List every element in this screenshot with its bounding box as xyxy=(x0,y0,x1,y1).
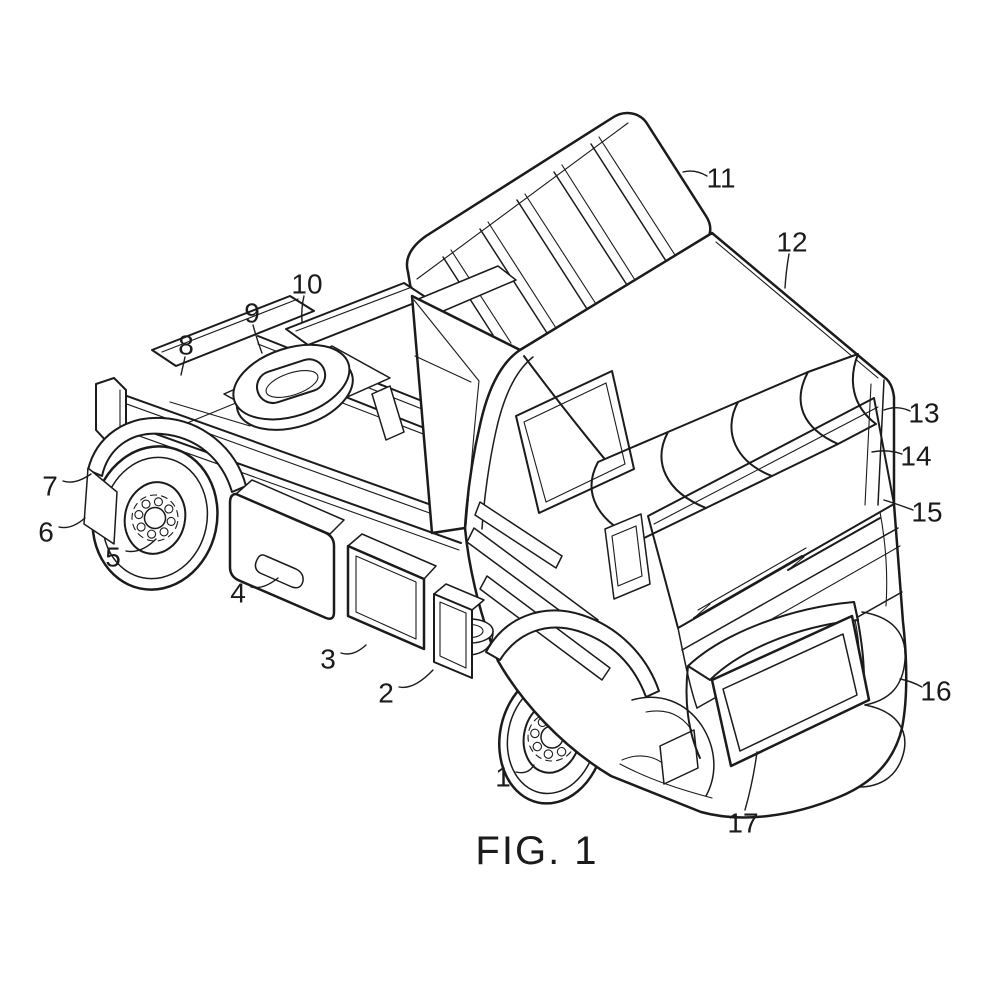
leader-line-16 xyxy=(899,678,923,688)
leader-line-7 xyxy=(62,473,92,483)
storage-box-4 xyxy=(228,479,345,620)
grille-mesh xyxy=(722,633,858,752)
ref-label-10: 10 xyxy=(291,269,322,300)
leader-line-3 xyxy=(340,644,367,655)
leader-line-2 xyxy=(398,669,434,689)
ref-label-16: 16 xyxy=(920,676,951,707)
mud-flap xyxy=(83,467,118,545)
figure-caption: FIG. 1 xyxy=(475,829,598,873)
ref-label-5: 5 xyxy=(105,542,121,573)
leader-line-8 xyxy=(180,356,186,376)
ref-label-4: 4 xyxy=(230,578,246,609)
ref-label-12: 12 xyxy=(776,227,807,258)
ref-label-6: 6 xyxy=(38,517,54,548)
leader-line-14 xyxy=(871,450,903,455)
storage-box-3 xyxy=(346,533,437,651)
ref-label-14: 14 xyxy=(900,441,931,472)
door-window xyxy=(515,370,635,514)
leader-line-9 xyxy=(252,324,263,354)
ref-label-8: 8 xyxy=(178,330,194,361)
leader-line-17 xyxy=(744,751,758,811)
leader-line-1 xyxy=(515,764,535,774)
ref-label-7: 7 xyxy=(42,471,58,502)
front-fender xyxy=(485,609,660,698)
grille-guard xyxy=(685,601,871,768)
ref-label-13: 13 xyxy=(908,398,939,429)
grille-frame xyxy=(710,614,871,768)
windshield xyxy=(647,397,895,629)
rear-wheel xyxy=(91,445,219,591)
ref-label-3: 3 xyxy=(320,644,336,675)
chassis-box-2 xyxy=(433,583,494,679)
windshield-wipers xyxy=(693,509,885,619)
fifth-wheel-coupling xyxy=(223,343,391,431)
leader-line-12 xyxy=(784,253,790,289)
ref-label-2: 2 xyxy=(378,678,394,709)
door-handle xyxy=(604,513,651,600)
roof-visor-flaps xyxy=(590,353,877,541)
leader-line-15 xyxy=(883,499,914,511)
ref-label-1: 1 xyxy=(495,762,511,793)
leader-line-11 xyxy=(682,170,708,177)
ref-label-9: 9 xyxy=(244,298,260,329)
ref-label-15: 15 xyxy=(911,497,942,528)
leader-line-5 xyxy=(125,538,157,553)
leader-line-6 xyxy=(58,517,86,529)
ref-label-17: 17 xyxy=(727,808,758,839)
leader-line-13 xyxy=(883,407,911,412)
ref-label-11: 11 xyxy=(706,163,735,194)
leader-line-4 xyxy=(250,577,279,589)
leader-line-10 xyxy=(301,295,305,323)
